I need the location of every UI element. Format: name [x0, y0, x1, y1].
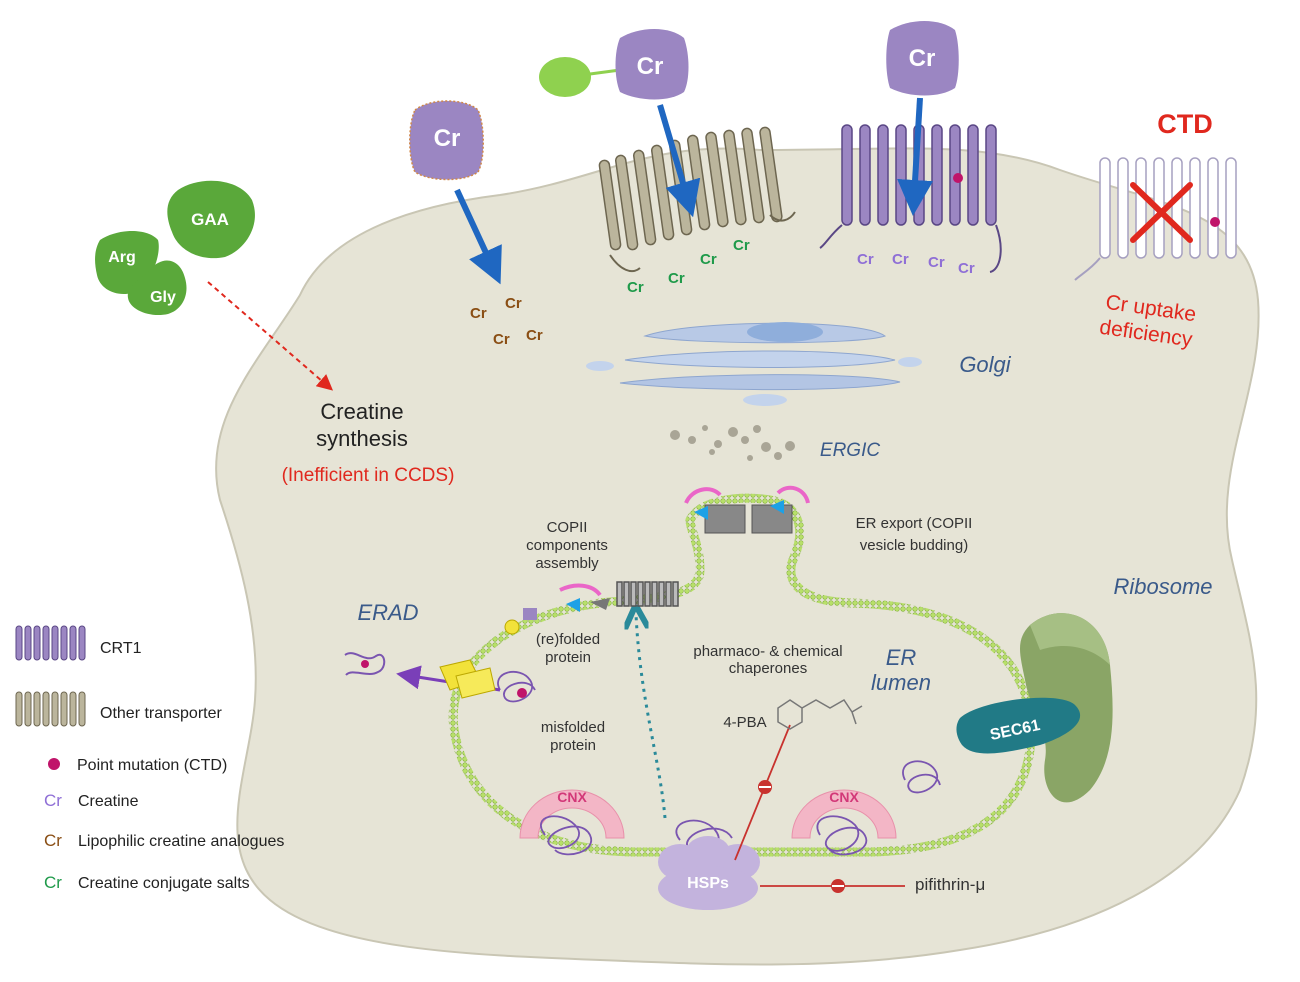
- chaperones-label-2: chaperones: [729, 660, 807, 677]
- svg-text:CNX: CNX: [557, 789, 587, 805]
- svg-text:Cr: Cr: [526, 327, 543, 344]
- cr-lipophilic-molecule: Cr: [409, 100, 484, 181]
- legend-label-crt1: CRT1: [100, 640, 142, 657]
- copii-assembly-components: [504, 583, 610, 635]
- mutation-dot-crt1: [953, 173, 963, 183]
- svg-text:Cr: Cr: [627, 279, 644, 296]
- lipophilic-analogue-icon: Cr: [44, 831, 62, 850]
- legend-label-creatine: Creatine: [78, 793, 139, 810]
- er-transporter: [616, 581, 679, 607]
- crt1-transporter-icon: [15, 625, 86, 661]
- svg-text:Gly: Gly: [150, 289, 176, 306]
- pifithrin-label: pifithrin-μ: [915, 875, 985, 894]
- mutation-dot-misfolded: [517, 688, 527, 698]
- uptake-arrows: [454, 97, 934, 285]
- legend-label-lipophilic: Lipophilic creatine analogues: [78, 833, 284, 850]
- svg-text:Cr: Cr: [470, 305, 487, 322]
- svg-text:Cr: Cr: [857, 251, 874, 268]
- cnx-left: CNX: [519, 789, 625, 839]
- ribosome-label: Ribosome: [1113, 574, 1212, 599]
- cnx-right: CNX: [791, 789, 897, 839]
- svg-text:Cr: Cr: [668, 270, 685, 287]
- misfolded-label-2: protein: [550, 737, 596, 754]
- ctd-cross-icon: [1130, 182, 1193, 243]
- other-transporter-icon: [15, 691, 86, 727]
- pba-inhibition: [734, 724, 791, 861]
- mutation-dot-ctd: [1210, 217, 1220, 227]
- svg-text:Cr: Cr: [909, 45, 936, 72]
- creatine-synthesis-label-1: Creatine: [320, 399, 403, 424]
- svg-text:Cr: Cr: [958, 260, 975, 277]
- refolded-label-2: protein: [545, 649, 591, 666]
- svg-text:Cr: Cr: [493, 331, 510, 348]
- er-export-label-1: ER export (COPII: [856, 515, 973, 532]
- pifithrin-inhibition: [760, 879, 905, 893]
- erad-label: ERAD: [357, 600, 418, 625]
- ctd-label: CTD: [1157, 109, 1213, 139]
- cr-conjugate-labels: Cr Cr Cr Cr: [627, 237, 750, 296]
- svg-text:GAA: GAA: [191, 210, 229, 229]
- ergic-vesicles: [670, 425, 795, 461]
- svg-text:Cr: Cr: [733, 237, 750, 254]
- hsps-cluster: HSPs: [658, 836, 760, 910]
- svg-text:Cr: Cr: [700, 251, 717, 268]
- conjugate-salt-icon: Cr: [44, 873, 62, 892]
- golgi-label: Golgi: [959, 352, 1011, 377]
- legend-label-conjugate: Creatine conjugate salts: [78, 875, 250, 892]
- ergic-label: ERGIC: [820, 440, 880, 461]
- svg-text:HSPs: HSPs: [687, 875, 729, 892]
- er-lumen-label-1: ER: [886, 645, 917, 670]
- creatine-icon: Cr: [44, 791, 62, 810]
- copii-label-1: COPII: [547, 519, 588, 536]
- pba-label: 4-PBA: [723, 714, 766, 731]
- er-lumen-label-2: lumen: [871, 670, 931, 695]
- legend-label-mutation: Point mutation (CTD): [77, 757, 227, 774]
- svg-text:Cr: Cr: [928, 254, 945, 271]
- sec61-translocon: SEC61: [956, 697, 1081, 754]
- copii-label-3: assembly: [535, 555, 599, 572]
- cr-conjugate-molecule: Cr: [539, 29, 689, 100]
- svg-text:Arg: Arg: [108, 249, 136, 266]
- refolded-label-1: (re)folded: [536, 631, 600, 648]
- legend-label-other: Other transporter: [100, 705, 223, 722]
- svg-text:CNX: CNX: [829, 789, 859, 805]
- cr-native-molecule: Cr: [886, 21, 959, 96]
- inefficient-label: (Inefficient in CCDS): [282, 465, 455, 486]
- golgi-apparatus: [586, 322, 922, 406]
- gly-molecule: Gly: [127, 260, 187, 316]
- svg-text:Cr: Cr: [637, 53, 664, 80]
- svg-text:Cr: Cr: [505, 295, 522, 312]
- copii-label-2: components: [526, 537, 608, 554]
- creatine-synthesis-label-2: synthesis: [316, 426, 408, 451]
- svg-text:Cr: Cr: [892, 251, 909, 268]
- misfolded-label-1: misfolded: [541, 719, 605, 736]
- chaperones-label-1: pharmaco- & chemical: [693, 643, 842, 660]
- er-export-label-2: vesicle budding): [860, 537, 968, 554]
- pba-structure: [777, 699, 863, 730]
- legend: CRT1 Other transporter Point mutation (C…: [15, 625, 284, 892]
- gaa-molecule: GAA: [167, 180, 255, 259]
- cr-lipophilic-labels: Cr Cr Cr Cr: [470, 295, 543, 348]
- cr-creatine-labels: Cr Cr Cr Cr: [857, 251, 975, 277]
- cell-body: [215, 147, 1260, 966]
- copii-bud-components: [684, 485, 810, 534]
- svg-text:Cr: Cr: [434, 125, 461, 152]
- erad-pathway: [344, 652, 501, 699]
- point-mutation-icon: [48, 758, 60, 770]
